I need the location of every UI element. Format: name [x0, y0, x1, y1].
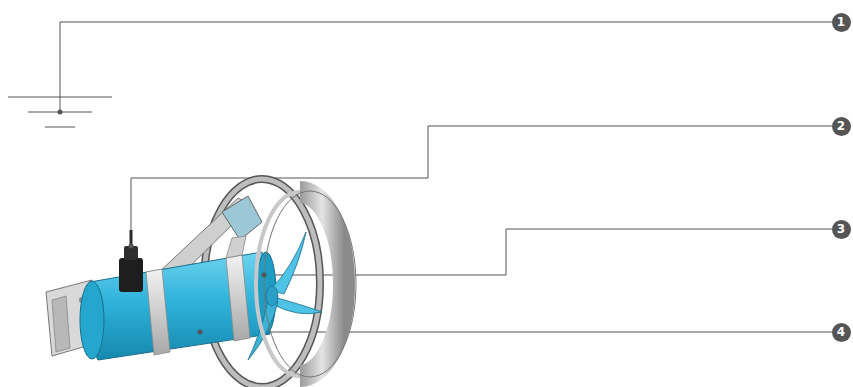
- leader-dot: [198, 330, 203, 335]
- leader-line: [60, 22, 832, 112]
- clamp-band: [146, 236, 250, 355]
- motor-housing: [80, 252, 276, 360]
- cable-gland: [119, 230, 143, 292]
- leader-dot: [129, 244, 134, 249]
- leader-dot: [58, 110, 63, 115]
- callout-number: 4: [832, 323, 851, 342]
- propeller-shroud: [256, 191, 356, 377]
- callout-number: 1: [832, 13, 851, 32]
- water-level-symbol: [8, 97, 112, 127]
- callout-number: 2: [832, 117, 851, 136]
- leader-dot: [262, 273, 267, 278]
- callout-number: 3: [832, 220, 851, 239]
- leader-line: [200, 332, 832, 333]
